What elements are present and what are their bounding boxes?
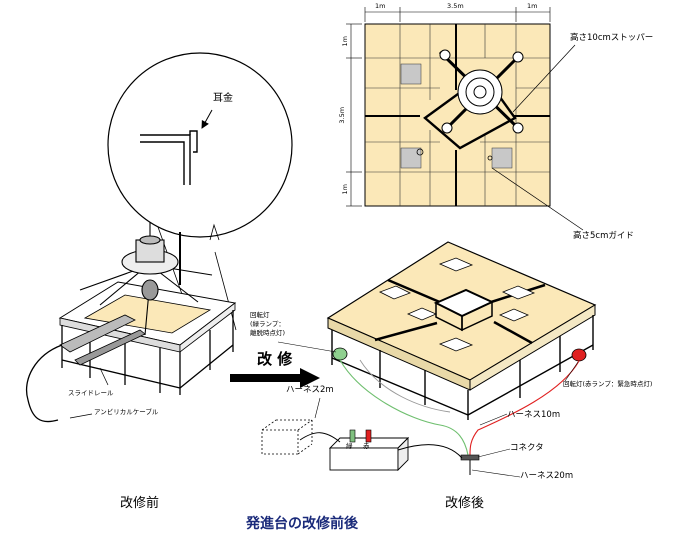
switch-red-label: 赤 <box>363 442 370 450</box>
after-platform <box>261 241 597 478</box>
plan-dim-left-top: 1m <box>340 36 349 47</box>
switch-green-label: 緑 <box>346 442 353 450</box>
harness-20m-label: ハーネス20m <box>520 471 574 481</box>
green-light-label: 回転灯 (緑ランプ： 離脱時点灯) <box>250 311 286 337</box>
red-light-label: 回転灯(赤ランプ：緊急時点灯) <box>563 380 653 388</box>
detail-magnifier <box>107 52 293 238</box>
harness-10m-label: ハーネス10m <box>507 410 561 420</box>
plan-dim-left-center: 3.5m <box>338 106 347 124</box>
plan-vehicle <box>438 49 524 134</box>
before-label: 改修前 <box>120 496 160 511</box>
umbilical-cable-label: アンビリカルケーブル <box>94 408 159 416</box>
ear-bracket-corner <box>140 130 198 185</box>
after-label: 改修後 <box>445 496 485 511</box>
plan-view <box>346 7 584 231</box>
retrofit-arrow-label: 改 修 <box>257 350 293 368</box>
slide-rail-label: スライドレール <box>68 389 114 397</box>
plan-dim-top-center: 3.5m <box>447 2 464 10</box>
before-platform <box>26 222 237 423</box>
retrofit-arrow <box>230 368 320 388</box>
harness-2m-label: ハーネス2m <box>286 385 334 395</box>
stopper-label: 高さ10cmストッパー <box>570 33 654 43</box>
plan-dim-left-bottom: 1m <box>340 184 349 195</box>
figure-title: 発進台の改修前後 <box>246 516 358 532</box>
guide-label: 高さ5cmガイド <box>573 231 634 241</box>
ear-bracket-label: 耳金 <box>213 93 233 104</box>
connector-label: コネクタ <box>510 443 544 453</box>
plan-dim-top-left: 1m <box>375 2 386 10</box>
plan-dim-top-right: 1m <box>527 2 538 10</box>
